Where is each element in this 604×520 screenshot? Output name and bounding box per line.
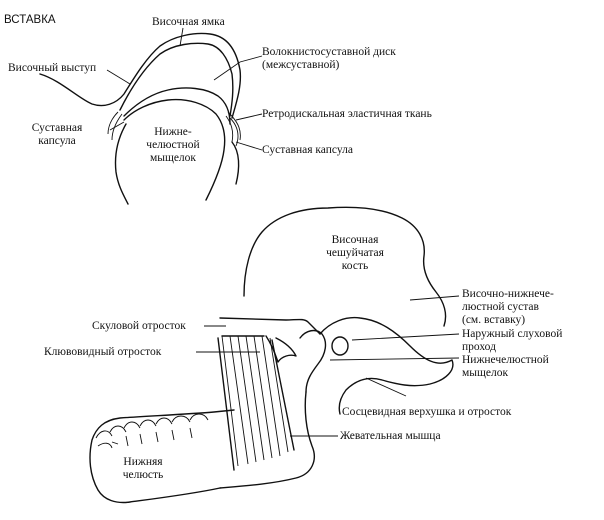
main-drawing	[89, 206, 460, 504]
label-condyle: Нижне- челюстной мыщелок	[136, 126, 210, 165]
squamous-temporal	[243, 206, 447, 327]
coronoid-process-shape	[265, 335, 297, 363]
label-squama: Височная чешуйчатая кость	[310, 234, 400, 273]
label-disc-line1: Волокнистосуставной диск	[262, 46, 396, 58]
label-meatus: Наружный слуховой проход	[462, 328, 562, 354]
ramus-posterior	[219, 391, 315, 489]
label-capsule-left: Суставная капсула	[8, 122, 106, 148]
label-mand-condyle-line1: Нижнечелюстной	[462, 354, 549, 366]
label-capsule-left-line1: Суставная	[31, 122, 83, 134]
label-condyle-line2: челюстной	[146, 139, 200, 151]
label-retrodiscal: Ретродискальная эластичная ткань	[262, 108, 432, 120]
external-meatus	[331, 336, 349, 356]
label-mand-condyle-line2: мыщелок	[462, 367, 509, 379]
masseter-fibers	[217, 335, 295, 471]
label-temporal-fossa: Височная ямка	[152, 16, 225, 28]
label-temporal-process: Височный выступ	[8, 62, 97, 74]
label-mandible: Нижняя челюсть	[110, 456, 176, 482]
label-coronoid: Клювовидный отросток	[44, 346, 162, 358]
label-meatus-line2: проход	[462, 341, 496, 353]
condyle-head	[123, 98, 226, 201]
label-zygomatic: Скуловой отросток	[92, 320, 186, 332]
label-disc: Волокнистосуставной диск (межсуставной)	[262, 46, 396, 72]
capsule-left	[107, 111, 123, 141]
condyle-neck-left	[114, 123, 129, 205]
label-tmj-line2: люстной сустав	[462, 301, 539, 313]
label-squama-line1: Височная	[331, 234, 379, 246]
retrodiscal-tissue	[225, 111, 241, 147]
label-capsule-right: Суставная капсула	[262, 144, 353, 156]
mandibular-condyle-shape	[299, 329, 327, 393]
temporal-fossa-inner	[119, 42, 234, 117]
label-squama-line3: кость	[341, 260, 369, 272]
label-tmj: Височно-нижнече- люстной сустав (см. вст…	[462, 288, 554, 327]
temporal-bone-outline	[39, 32, 242, 119]
label-disc-line2: (межсуставной)	[262, 59, 340, 71]
label-squama-line2: чешуйчатая	[326, 247, 384, 259]
mandible-body	[89, 409, 235, 504]
capsule-right	[231, 141, 240, 185]
label-mastoid: Сосцевидная верхушка и отросток	[342, 406, 512, 418]
label-condyle-line3: мыщелок	[149, 152, 197, 164]
label-mand-condyle: Нижнечелюстной мыщелок	[462, 354, 549, 380]
articular-disc	[123, 87, 231, 125]
inset-drawing	[39, 27, 263, 205]
mastoid-region	[319, 316, 454, 415]
label-capsule-left-line2: капсула	[38, 135, 76, 147]
label-meatus-line1: Наружный слуховой	[462, 328, 563, 340]
label-mandible-line2: челюсть	[122, 469, 164, 481]
label-mandible-line1: Нижняя	[123, 456, 163, 468]
label-tmj-line3: (см. вставку)	[462, 314, 526, 326]
label-masseter: Жевательная мышца	[340, 430, 441, 442]
label-tmj-line1: Височно-нижнече-	[462, 288, 554, 300]
label-condyle-line1: Нижне-	[154, 126, 192, 138]
inset-heading: ВСТАВКА	[4, 14, 56, 26]
lower-teeth	[95, 413, 209, 449]
